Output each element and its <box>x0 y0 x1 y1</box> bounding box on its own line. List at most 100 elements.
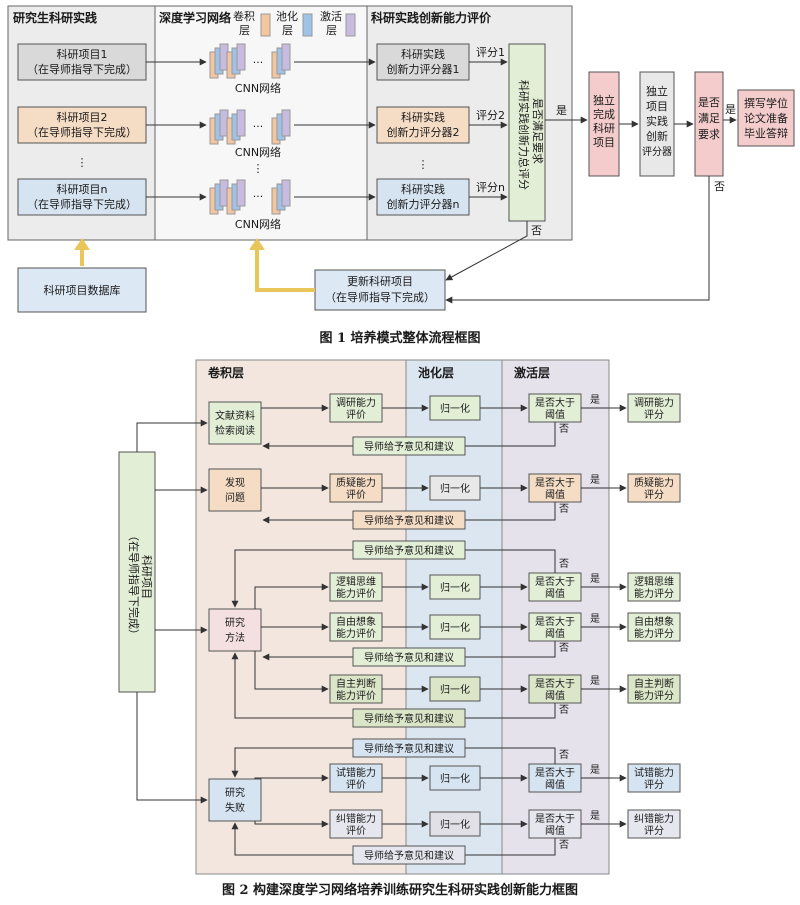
no-label: 否 <box>559 704 569 716</box>
threshold-line1: 是否大于 <box>535 677 575 690</box>
no-label: 否 <box>559 749 569 761</box>
cnn-ellipsis-v: ⋮ <box>253 162 264 175</box>
yes-label: 是 <box>590 764 600 776</box>
evaluator-box-n <box>376 178 470 216</box>
fig2-project-text-1: 科研项目 <box>140 555 154 599</box>
independent-evaluator-line3: 实践 <box>646 114 668 128</box>
stage-failure-line1: 研究 <box>225 786 245 799</box>
project-box-n <box>17 178 147 216</box>
threshold-line1: 是否大于 <box>535 396 575 409</box>
thesis-box <box>737 89 795 147</box>
stage-problem-line2: 问题 <box>225 491 245 504</box>
feedback-box <box>352 738 466 758</box>
cnn-n-ellipsis: ··· <box>253 190 264 203</box>
ability-row: 试错能力评价归一化是否大于阈值是试错能力评分 <box>329 763 681 793</box>
score-n: 评分n <box>476 181 505 194</box>
normalize-box <box>429 765 481 791</box>
stage-literature-line2: 检索阅读 <box>215 424 255 437</box>
stage-failure-line2: 失败 <box>225 801 245 814</box>
ability-evaluation-box <box>329 763 383 793</box>
ability-score-line2: 评分 <box>644 409 664 421</box>
legend-act-label-2: 层 <box>326 24 337 37</box>
requirement-line3: 要求 <box>698 128 720 141</box>
project-box-2 <box>17 106 147 144</box>
ability-score-line1: 逻辑思维 <box>634 575 674 588</box>
feedback-label: 导师给予意见和建议 <box>364 544 454 557</box>
ability-row: 质疑能力评价归一化是否大于阈值是质疑能力评分 <box>329 473 681 503</box>
section-title-network: 深度学习网络 <box>159 10 231 25</box>
cnn-network-1: ··· CNN网络 <box>209 43 291 95</box>
threshold-line1: 是否大于 <box>535 766 575 779</box>
thesis-line2: 论文准备 <box>744 111 788 125</box>
normalize-label: 归一化 <box>440 621 470 634</box>
ability-evaluation-line1: 纠错能力 <box>336 812 376 825</box>
threshold-box <box>528 674 582 704</box>
ability-score-line1: 自由想象 <box>634 615 674 628</box>
ability-evaluation-line1: 逻辑思维 <box>336 575 376 588</box>
feedback-box <box>352 647 466 667</box>
independent-evaluator-line2: 项目 <box>646 100 668 113</box>
ability-score-line2: 能力评分 <box>634 627 674 640</box>
score-2: 评分2 <box>476 109 505 122</box>
ability-evaluation-line2: 评价 <box>346 825 366 837</box>
fig1-no-2: 否 <box>714 180 725 193</box>
no-label: 否 <box>559 503 569 515</box>
threshold-line1: 是否大于 <box>535 575 575 588</box>
project-1-sub: （在导师指导下完成） <box>27 62 137 76</box>
stage-failure <box>208 778 262 822</box>
legend-conv-label-2: 层 <box>239 24 250 37</box>
legend-pool-label: 池化 <box>276 9 298 23</box>
threshold-box <box>528 473 582 503</box>
normalize-box <box>429 811 481 837</box>
threshold-line2: 阈值 <box>545 587 565 600</box>
figure-1: 研究生科研实践 深度学习网络 科研实践创新能力评价 卷积 层 池化 层 激活 层… <box>7 5 795 346</box>
feedback-box <box>352 708 466 728</box>
ability-score-box <box>627 674 681 704</box>
no-label: 否 <box>559 423 569 435</box>
fig1-yes-1: 是 <box>556 104 567 117</box>
ability-score-line1: 自主判断 <box>634 677 674 690</box>
legend-conv-swatch <box>260 13 271 37</box>
ability-score-box <box>627 393 681 423</box>
column-title-pool: 池化层 <box>418 365 454 380</box>
ability-evaluation-line2: 评价 <box>346 779 366 791</box>
ability-row: 调研能力评价归一化是否大于阈值是调研能力评分 <box>329 393 681 423</box>
ability-score-line2: 评分 <box>644 825 664 837</box>
ability-row: 纠错能力评价归一化是否大于阈值是纠错能力评分 <box>329 809 681 839</box>
independent-project-line3: 科研 <box>593 121 615 135</box>
threshold-line1: 是否大于 <box>535 812 575 825</box>
cnn-network-2: ··· CNN网络 <box>209 109 291 159</box>
stage-problem <box>208 468 262 512</box>
normalize-label: 归一化 <box>440 818 470 831</box>
threshold-line2: 阈值 <box>545 408 565 421</box>
no-label: 否 <box>559 642 569 654</box>
total-score-text-2: 是否满足要求 <box>531 98 544 164</box>
threshold-box <box>528 763 582 793</box>
ability-score-line1: 试错能力 <box>634 766 674 779</box>
evaluator-1-line1: 科研实践 <box>401 47 445 61</box>
cnn-2-label: CNN网络 <box>235 145 281 159</box>
ability-evaluation-box <box>329 612 383 642</box>
ability-score-line1: 纠错能力 <box>634 812 674 825</box>
feedback-label: 导师给予意见和建议 <box>364 440 454 453</box>
project-n-title: 科研项目n <box>57 182 108 196</box>
ability-score-box <box>627 612 681 642</box>
score-1: 评分1 <box>476 46 505 59</box>
yes-label: 是 <box>590 675 600 687</box>
normalize-label: 归一化 <box>440 772 470 785</box>
project-ellipsis: ⋮ <box>77 156 88 169</box>
fig1-yes-2: 是 <box>725 103 736 116</box>
ability-score-box <box>627 809 681 839</box>
project-n-sub: （在导师指导下完成） <box>27 197 137 211</box>
evaluator-2-line1: 科研实践 <box>401 110 445 124</box>
ability-row: 自主判断能力评价归一化是否大于阈值是自主判断能力评分 <box>329 674 681 704</box>
yes-label: 是 <box>590 573 600 585</box>
feedback-box <box>352 510 466 530</box>
ability-evaluation-line2: 能力评价 <box>336 689 376 702</box>
evaluator-1-line2: 创新力评分器1 <box>387 62 460 76</box>
ability-evaluation-line2: 能力评价 <box>336 627 376 640</box>
stage-literature <box>208 401 262 445</box>
